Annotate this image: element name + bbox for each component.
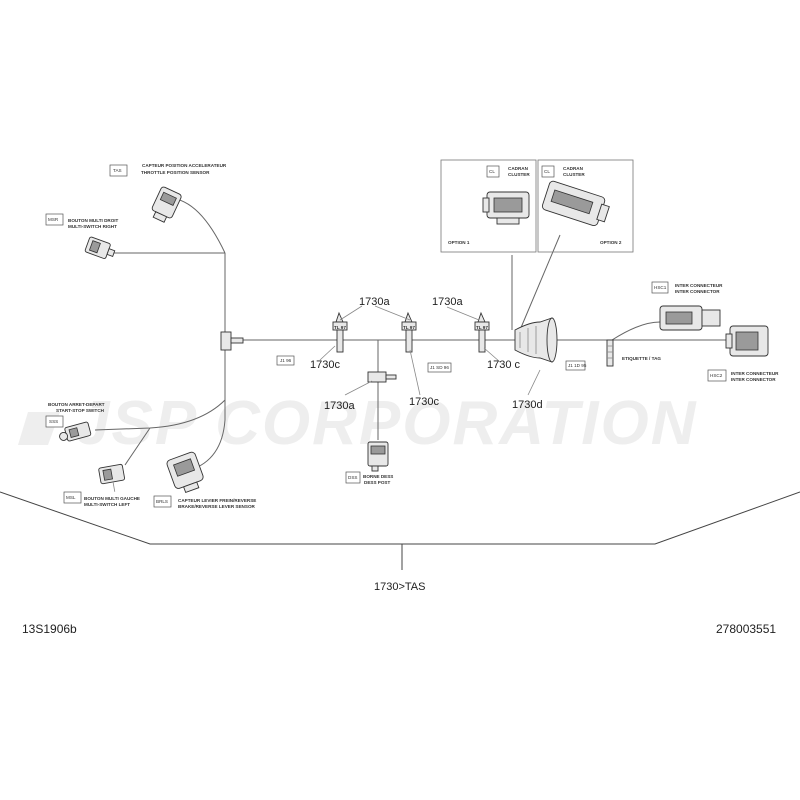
grommet-1730d [514,317,558,363]
svg-text:DSS: DSS [348,475,357,480]
callout-1730a-left: 1730a [359,296,390,308]
svg-text:CADRAN: CADRAN [563,166,584,171]
component-brls: BRLS CAPTEUR LEVIER FREIN/REVERSE BRAKE/… [153,451,256,509]
svg-text:HSC2: HSC2 [710,373,723,378]
callout-1730d: 1730d [512,399,543,411]
label-tag: ETIQUETTE / TAG [606,339,661,367]
svg-text:MULTI-SWITCH RIGHT: MULTI-SWITCH RIGHT [68,224,117,229]
footer-left-code: 13S1906b [22,622,77,636]
assembly-bracket: 1730>TAS [0,491,800,593]
cluster-option1-connector [482,191,530,225]
svg-text:OPTION 1: OPTION 1 [448,240,470,245]
svg-text:J1 96: J1 96 [280,358,292,363]
svg-text:INTER CONNECTOR: INTER CONNECTOR [731,377,776,382]
callout-labels: 1730a 1730a 1730c 1730 c 1730a 1730c 173… [310,296,543,412]
svg-text:INTER CONNECTOR: INTER CONNECTOR [675,289,720,294]
cluster-option2-connector [541,180,610,227]
footer-right-code: 278003551 [716,622,776,636]
svg-text:CAPTEUR POSITION ACCELERATEUR: CAPTEUR POSITION ACCELERATEUR [142,163,227,168]
svg-text:BRAKE/REVERSE LEVER SENSOR: BRAKE/REVERSE LEVER SENSOR [178,504,256,509]
component-msl: MSL BOUTON MULTI GAUCHE MULTI-SWITCH LEF… [63,463,140,507]
svg-text:THROTTLE POSITION SENSOR: THROTTLE POSITION SENSOR [141,170,210,175]
svg-text:TL 97: TL 97 [334,325,346,330]
svg-text:CLUSTER: CLUSTER [508,172,530,177]
svg-text:J1 SD 96: J1 SD 96 [430,365,449,370]
watermark: JSP CORPORATION [18,389,696,458]
assembly-label: 1730>TAS [374,581,425,593]
component-dss: DSS BORNE DESS DESS POST [345,441,393,485]
svg-text:HSC1: HSC1 [654,285,667,290]
svg-text:MSL: MSL [66,495,76,500]
svg-text:OPTION 2: OPTION 2 [600,240,622,245]
svg-text:MULTI-SWITCH LEFT: MULTI-SWITCH LEFT [84,502,130,507]
svg-text:ETIQUETTE / TAG: ETIQUETTE / TAG [622,356,661,361]
svg-text:TAS: TAS [113,168,122,173]
svg-text:MSR: MSR [48,217,59,222]
cluster-options: CL CADRAN CLUSTER OPTION 1 CL CADRAN CLU… [440,159,634,253]
svg-text:BOUTON MULTI DROIT: BOUTON MULTI DROIT [68,218,119,223]
svg-text:START-STOP SWITCH: START-STOP SWITCH [56,408,105,413]
callout-1730a-bottom: 1730a [324,400,355,412]
svg-text:INTER CONNECTEUR: INTER CONNECTEUR [731,371,779,376]
svg-text:BORNE DESS: BORNE DESS [363,474,393,479]
component-hsc2: HSC2 INTER CONNECTEUR INTER CONNECTOR [707,325,779,382]
callout-1730c-left: 1730c [310,359,340,371]
callout-1730c-right: 1730 c [487,359,521,371]
svg-text:BRLS: BRLS [156,499,168,504]
svg-text:BOUTON MULTI GAUCHE: BOUTON MULTI GAUCHE [84,496,140,501]
svg-text:INTER CONNECTEUR: INTER CONNECTEUR [675,283,723,288]
component-hsc1: HSC1 INTER CONNECTEUR INTER CONNECTOR [651,281,723,331]
component-sss: BOUTON ARRET-DEPART START-STOP SWITCH SS… [45,402,105,442]
callout-leaders [319,305,541,396]
harness-trunk [94,197,730,471]
svg-text:TL 97: TL 97 [403,325,415,330]
svg-text:SSS: SSS [49,419,58,424]
svg-text:CADRAN: CADRAN [508,166,529,171]
svg-text:DESS POST: DESS POST [364,480,390,485]
junction-block [220,331,232,351]
wire-code-tags: J1 96 J1 SD 96 J1 1D 95 [276,355,587,373]
trunk-fasteners: TL 97 TL 97 TL 97 [332,311,490,383]
svg-text:CAPTEUR LEVIER FREIN/REVERSE: CAPTEUR LEVIER FREIN/REVERSE [178,498,256,503]
svg-text:CLUSTER: CLUSTER [563,172,585,177]
callout-1730a-right: 1730a [432,296,463,308]
svg-text:CL: CL [544,169,550,174]
component-msr: MSR BOUTON MULTI DROIT MULTI-SWITCH RIGH… [45,213,119,259]
svg-text:TL 97: TL 97 [476,325,488,330]
callout-1730c-bottom: 1730c [409,396,439,408]
svg-text:BOUTON ARRET-DEPART: BOUTON ARRET-DEPART [48,402,105,407]
component-tas: TAS CAPTEUR POSITION ACCELERATEUR THROTT… [109,163,227,223]
svg-text:CL: CL [489,169,495,174]
svg-text:J1 1D 95: J1 1D 95 [568,363,587,368]
